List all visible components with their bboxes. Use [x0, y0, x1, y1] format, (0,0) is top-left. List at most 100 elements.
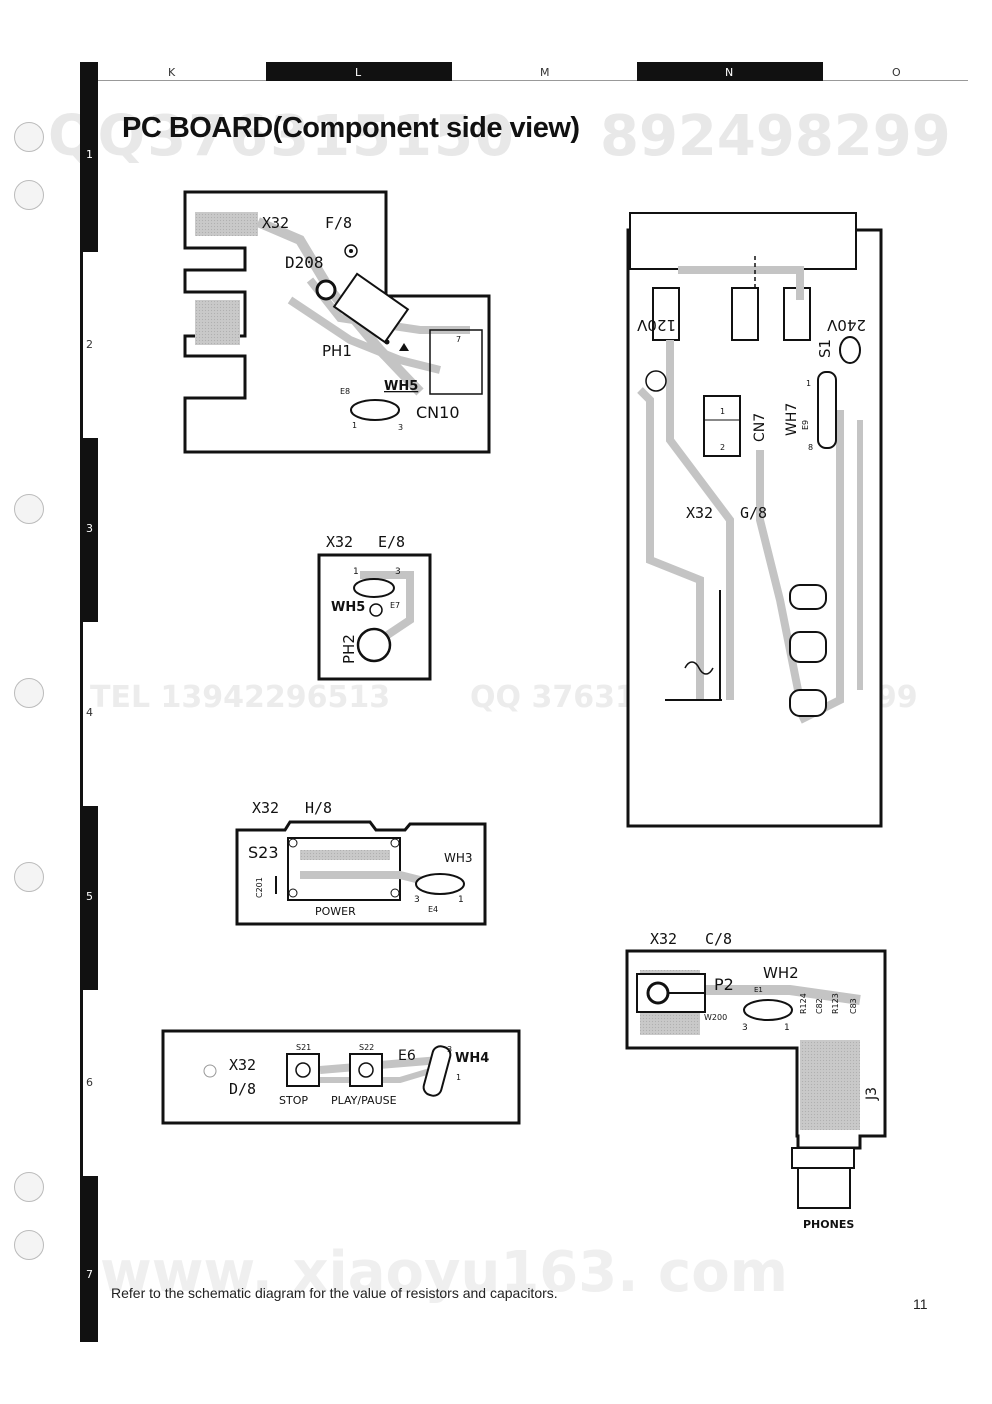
row-label: 2 — [86, 338, 93, 351]
label-cn7: CN7 — [752, 413, 768, 442]
label-d208: D208 — [285, 253, 324, 272]
label-wh5: WH5 — [384, 379, 418, 394]
pin-label: 3 — [742, 1023, 748, 1033]
label-wh3: WH3 — [444, 851, 473, 865]
board-g8-sheet: G/8 — [740, 504, 767, 522]
page-number: 11 — [913, 1296, 928, 1312]
zone-label: O — [892, 66, 901, 79]
board-c8-sheet: C/8 — [705, 930, 732, 948]
zone-label: M — [540, 66, 550, 79]
label-wh7: WH7 — [784, 403, 800, 436]
board-h8: X32 H/8 S23 WH3 C201 POWER E4 3 1 — [235, 799, 487, 926]
label-play-pause: PLAY/PAUSE — [331, 1094, 397, 1107]
row-label: 1 — [86, 148, 93, 161]
board-h8-ref: X32 — [252, 799, 279, 817]
pin-label: 3 — [398, 423, 403, 432]
board-f8-ref: X32 — [262, 214, 289, 232]
label-240v: 240V — [826, 316, 866, 334]
board-d8: X32 D/8 S21 S22 E6 WH4 STOP PLAY/PAUSE 3… — [161, 1029, 521, 1125]
binder-hole — [14, 862, 44, 892]
label-wh2: WH2 — [763, 964, 799, 982]
label-ph2: PH2 — [340, 634, 358, 664]
binder-hole — [14, 180, 44, 210]
pin-label: 3 — [395, 567, 401, 577]
board-d8-sheet: D/8 — [229, 1080, 256, 1098]
watermark-mid-left: TEL 13942296513 — [90, 680, 391, 715]
row-bar — [80, 1176, 98, 1342]
label-j3: J3 — [864, 1087, 880, 1101]
watermark-top-left: QQ376315150 — [48, 104, 516, 169]
label-wh4: WH4 — [455, 1051, 489, 1066]
watermark-bottom: www. xiaoyu163. com — [100, 1240, 789, 1305]
board-h8-sheet: H/8 — [305, 799, 332, 817]
binder-hole — [14, 1172, 44, 1202]
row-label: 6 — [86, 1076, 93, 1089]
board-e8-ref: X32 — [326, 533, 353, 551]
board-d8-ref: X32 — [229, 1056, 256, 1074]
binder-hole — [14, 1230, 44, 1260]
board-g8-ref: X32 — [686, 504, 713, 522]
pin-label: 1 — [784, 1023, 790, 1033]
zone-label: N — [725, 66, 734, 79]
pin-label: 7 — [456, 335, 461, 344]
label-power: POWER — [315, 905, 356, 918]
label-e8: E8 — [340, 387, 350, 396]
label-e9: E9 — [801, 420, 810, 430]
binder-hole — [14, 122, 44, 152]
row-bar-thin — [80, 252, 83, 438]
label-s21: S21 — [296, 1043, 311, 1052]
label-w200: W200 — [704, 1013, 727, 1022]
watermark-top-right: 892498299 — [600, 104, 951, 169]
label-c82: C82 — [815, 998, 824, 1014]
pin-label: 2 — [720, 443, 725, 452]
page-title: PC BOARD(Component side view) — [122, 112, 580, 144]
pin-label: 3 — [447, 1045, 452, 1054]
label-e1: E1 — [754, 986, 763, 994]
label-c83: C83 — [849, 998, 858, 1014]
board-c8: X32 C/8 P2 WH2 E1 W200 R124 C82 R123 C83… — [625, 930, 887, 1231]
label-p2: P2 — [714, 975, 734, 994]
row-bar — [80, 62, 98, 252]
row-label: 3 — [86, 522, 93, 535]
label-s22: S22 — [359, 1043, 374, 1052]
label-ph1: PH1 — [322, 342, 352, 360]
row-bar-thin — [80, 990, 83, 1176]
label-stop: STOP — [279, 1094, 308, 1107]
footer-note: Refer to the schematic diagram for the v… — [111, 1285, 558, 1301]
binder-hole — [14, 678, 44, 708]
binder-hole — [14, 494, 44, 524]
label-s23: S23 — [248, 843, 279, 862]
label-r124: R124 — [799, 993, 808, 1014]
board-e8: X32 E/8 WH5 PH2 E7 1 3 — [317, 533, 432, 681]
pin-label: 1 — [806, 379, 811, 388]
board-g8: X32 G/8 120V 240V S1 CN7 WH7 E9 1 2 1 8 — [626, 212, 883, 828]
pin-label: 3 — [414, 895, 420, 905]
label-cn10: CN10 — [416, 403, 460, 422]
pin-label: 1 — [353, 567, 359, 577]
label-e7: E7 — [390, 601, 400, 610]
board-c8-ref: X32 — [650, 930, 677, 948]
pin-label: 1 — [720, 407, 725, 416]
row-bar — [80, 438, 98, 622]
zone-label: L — [355, 66, 362, 79]
zone-bar — [637, 62, 823, 81]
label-e6: E6 — [398, 1048, 416, 1064]
row-label: 5 — [86, 890, 93, 903]
zone-bar — [266, 62, 452, 81]
row-bar — [80, 806, 98, 990]
zone-line — [98, 80, 968, 81]
label-c201: C201 — [255, 877, 264, 898]
label-phones: PHONES — [803, 1218, 854, 1231]
row-label: 4 — [86, 706, 93, 719]
pin-label: 1 — [456, 1073, 461, 1082]
row-label: 7 — [86, 1268, 93, 1281]
row-bar-thin — [80, 622, 83, 806]
label-s1: S1 — [816, 339, 834, 358]
label-r123: R123 — [831, 993, 840, 1014]
board-f8-sheet: F/8 — [325, 214, 352, 232]
pin-label: 1 — [352, 421, 357, 430]
board-e8-sheet: E/8 — [378, 533, 405, 551]
pin-label: 8 — [808, 443, 813, 452]
